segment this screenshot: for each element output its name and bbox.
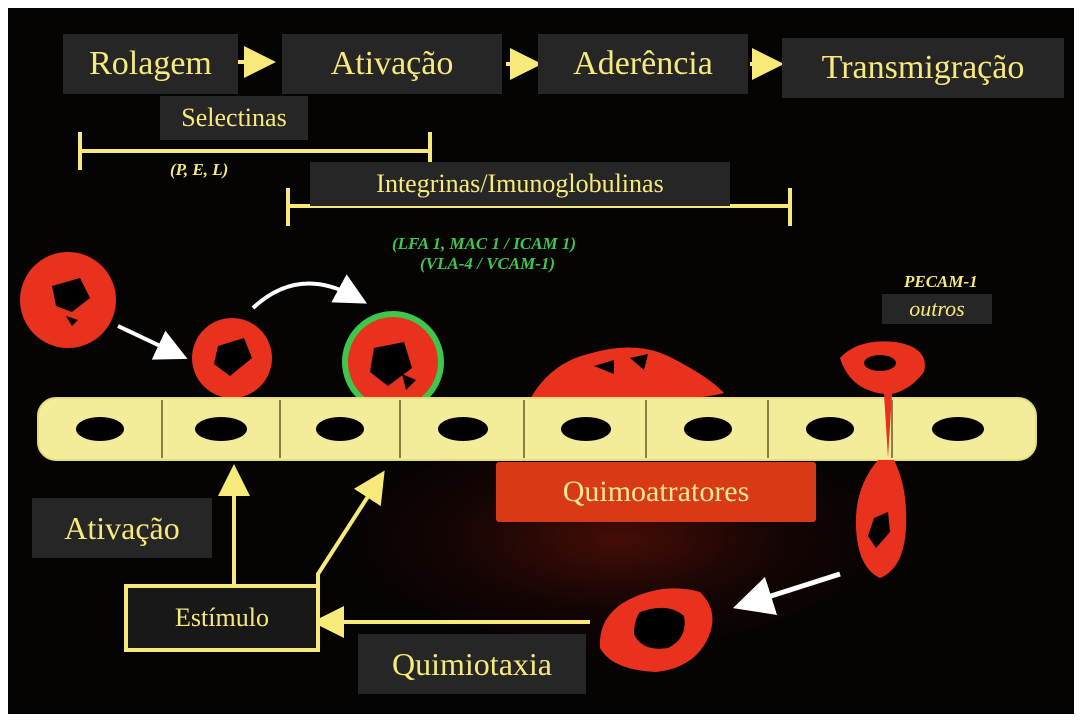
estimulo-label: Estímulo <box>126 586 318 650</box>
arrow-rolling-to-adherent <box>253 284 353 309</box>
quimioatratores-text: Quimoatratores <box>563 475 750 509</box>
leukocyte-migrating <box>600 588 713 672</box>
step-rolagem-label: Rolagem <box>89 45 212 83</box>
arrow-to-chemotaxis-cell <box>752 574 840 602</box>
leukocyte-activated <box>345 314 441 410</box>
integrinas-text: Integrinas/Imunoglobulinas <box>376 169 663 199</box>
leukocyte-rolling <box>192 318 272 398</box>
selectinas-types: (P, E, L) <box>170 160 228 180</box>
step-transmigracao: Transmigração <box>782 38 1064 98</box>
arrow-to-rolling <box>118 326 173 352</box>
integrinas-line2: (VLA-4 / VCAM-1) <box>420 254 555 274</box>
pecam-label: PECAM-1 <box>904 272 978 292</box>
step-transmigracao-label: Transmigração <box>822 49 1025 87</box>
quimiotaxia-text: Quimiotaxia <box>392 646 552 683</box>
step-ativacao: Ativação <box>282 34 502 94</box>
outros-label: outros <box>882 294 992 324</box>
quimioatratores-box: Quimoatratores <box>496 462 816 522</box>
diagram-canvas: Rolagem Ativação Aderência Transmigração… <box>8 8 1074 714</box>
quimiotaxia-label: Quimiotaxia <box>358 634 586 694</box>
ativacao-label: Ativação <box>32 498 212 558</box>
leukocyte-adherent <box>528 347 724 404</box>
step-aderencia-label: Aderência <box>573 45 713 83</box>
step-aderencia: Aderência <box>538 34 748 94</box>
integrinas-line1: (LFA 1, MAC 1 / ICAM 1) <box>392 234 576 254</box>
step-ativacao-label: Ativação <box>331 45 454 83</box>
integrinas-label: Integrinas/Imunoglobulinas <box>310 162 730 206</box>
step-rolagem: Rolagem <box>63 34 238 94</box>
outros-text: outros <box>909 296 964 322</box>
arrow-estimulo-endothelium <box>318 484 376 586</box>
selectinas-label: Selectinas <box>160 96 308 140</box>
selectinas-text: Selectinas <box>181 103 286 133</box>
ativacao-text: Ativação <box>64 510 180 547</box>
leukocyte-free <box>20 252 116 348</box>
